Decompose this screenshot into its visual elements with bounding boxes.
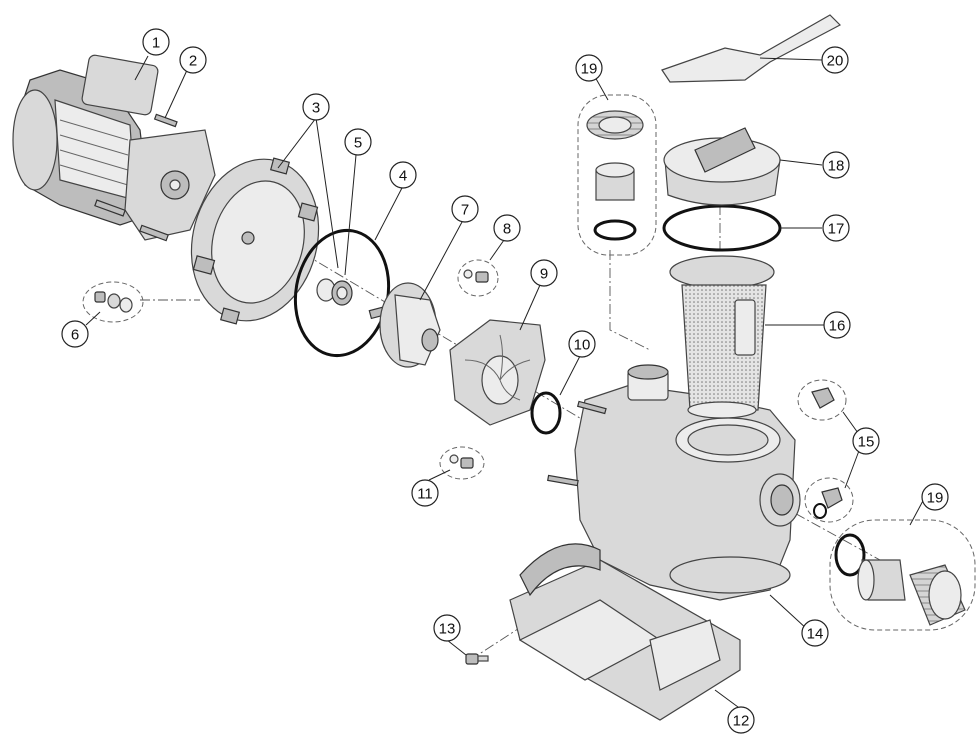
mechanical-seal <box>316 278 353 306</box>
callout-c2: 2 <box>179 46 207 74</box>
callout-c4: 4 <box>389 161 417 189</box>
callout-circle <box>451 195 479 223</box>
callout-c7: 7 <box>451 195 479 223</box>
callout-number: 19 <box>927 490 944 507</box>
callout-c12: 12 <box>727 706 755 734</box>
callout-number: 2 <box>189 53 197 70</box>
pump-base <box>509 543 741 721</box>
callout-circle <box>433 614 461 642</box>
union-fitting-right <box>829 519 976 631</box>
callout-number: 3 <box>312 100 320 117</box>
callout-number: 4 <box>399 168 407 185</box>
strainer-basket <box>669 255 775 419</box>
callout-number: 16 <box>829 318 846 335</box>
callout-number: 19 <box>581 61 598 78</box>
callout-c17: 17 <box>822 214 850 242</box>
callout-circle <box>823 311 851 339</box>
callout-circle <box>179 46 207 74</box>
callout-circle <box>568 330 596 358</box>
diffuser <box>449 319 546 426</box>
callout-c9: 9 <box>530 259 558 287</box>
callout-c8: 8 <box>493 214 521 242</box>
callout-number: 18 <box>828 158 845 175</box>
drain-plugs <box>797 379 854 523</box>
callout-circle <box>801 619 829 647</box>
callout-circle <box>530 259 558 287</box>
callout-circle <box>822 214 850 242</box>
callout-number: 15 <box>858 434 875 451</box>
callout-number: 14 <box>807 626 824 643</box>
seal-plate <box>190 157 320 325</box>
callout-c14: 14 <box>801 619 829 647</box>
callout-c18: 18 <box>822 151 850 179</box>
callout-number: 20 <box>827 53 844 70</box>
callout-circle <box>493 214 521 242</box>
motor <box>12 54 216 242</box>
callout-number: 1 <box>152 35 160 52</box>
union-fitting-top <box>577 94 657 256</box>
strainer-lid <box>663 127 781 206</box>
callout-circle <box>575 54 603 82</box>
callout-c1: 1 <box>142 28 170 56</box>
callout-number: 9 <box>540 266 548 283</box>
callout-number: 13 <box>439 621 456 638</box>
lid-oring <box>662 204 782 252</box>
callout-number: 7 <box>461 202 469 219</box>
callout-number: 6 <box>71 327 79 344</box>
callout-number: 11 <box>417 486 433 503</box>
callout-c13: 13 <box>433 614 461 642</box>
nuts-and-washers <box>82 281 144 323</box>
callout-c19a: 19 <box>575 54 603 82</box>
leader-lines <box>85 55 926 708</box>
callout-circle <box>821 46 849 74</box>
callout-circle <box>142 28 170 56</box>
callout-c11: 11 <box>411 479 439 507</box>
callout-c16: 16 <box>823 311 851 339</box>
callout-c10: 10 <box>568 330 596 358</box>
callout-c6: 6 <box>61 320 89 348</box>
callout-c5: 5 <box>344 128 372 156</box>
lid-wrench <box>661 14 841 83</box>
callout-circle <box>302 93 330 121</box>
base-bolt <box>465 653 489 665</box>
callout-c19b: 19 <box>921 483 949 511</box>
diffuser-oring <box>530 391 562 435</box>
callout-number: 8 <box>503 221 511 238</box>
callout-number: 12 <box>733 713 750 730</box>
pump-housing <box>547 364 801 601</box>
callout-number: 5 <box>354 135 362 152</box>
impeller-screw <box>457 259 499 297</box>
diffuser-screws <box>439 446 485 480</box>
callout-circle <box>389 161 417 189</box>
callout-circle <box>344 128 372 156</box>
callout-number: 17 <box>828 221 845 238</box>
callout-c3: 3 <box>302 93 330 121</box>
callout-circle <box>727 706 755 734</box>
callout-circle <box>61 320 89 348</box>
callout-c15: 15 <box>852 427 880 455</box>
callout-circle <box>921 483 949 511</box>
callout-circle <box>411 479 439 507</box>
callout-circle <box>822 151 850 179</box>
callout-c20: 20 <box>821 46 849 74</box>
impeller <box>368 282 441 368</box>
callout-number: 10 <box>574 337 591 354</box>
callout-circle <box>852 427 880 455</box>
